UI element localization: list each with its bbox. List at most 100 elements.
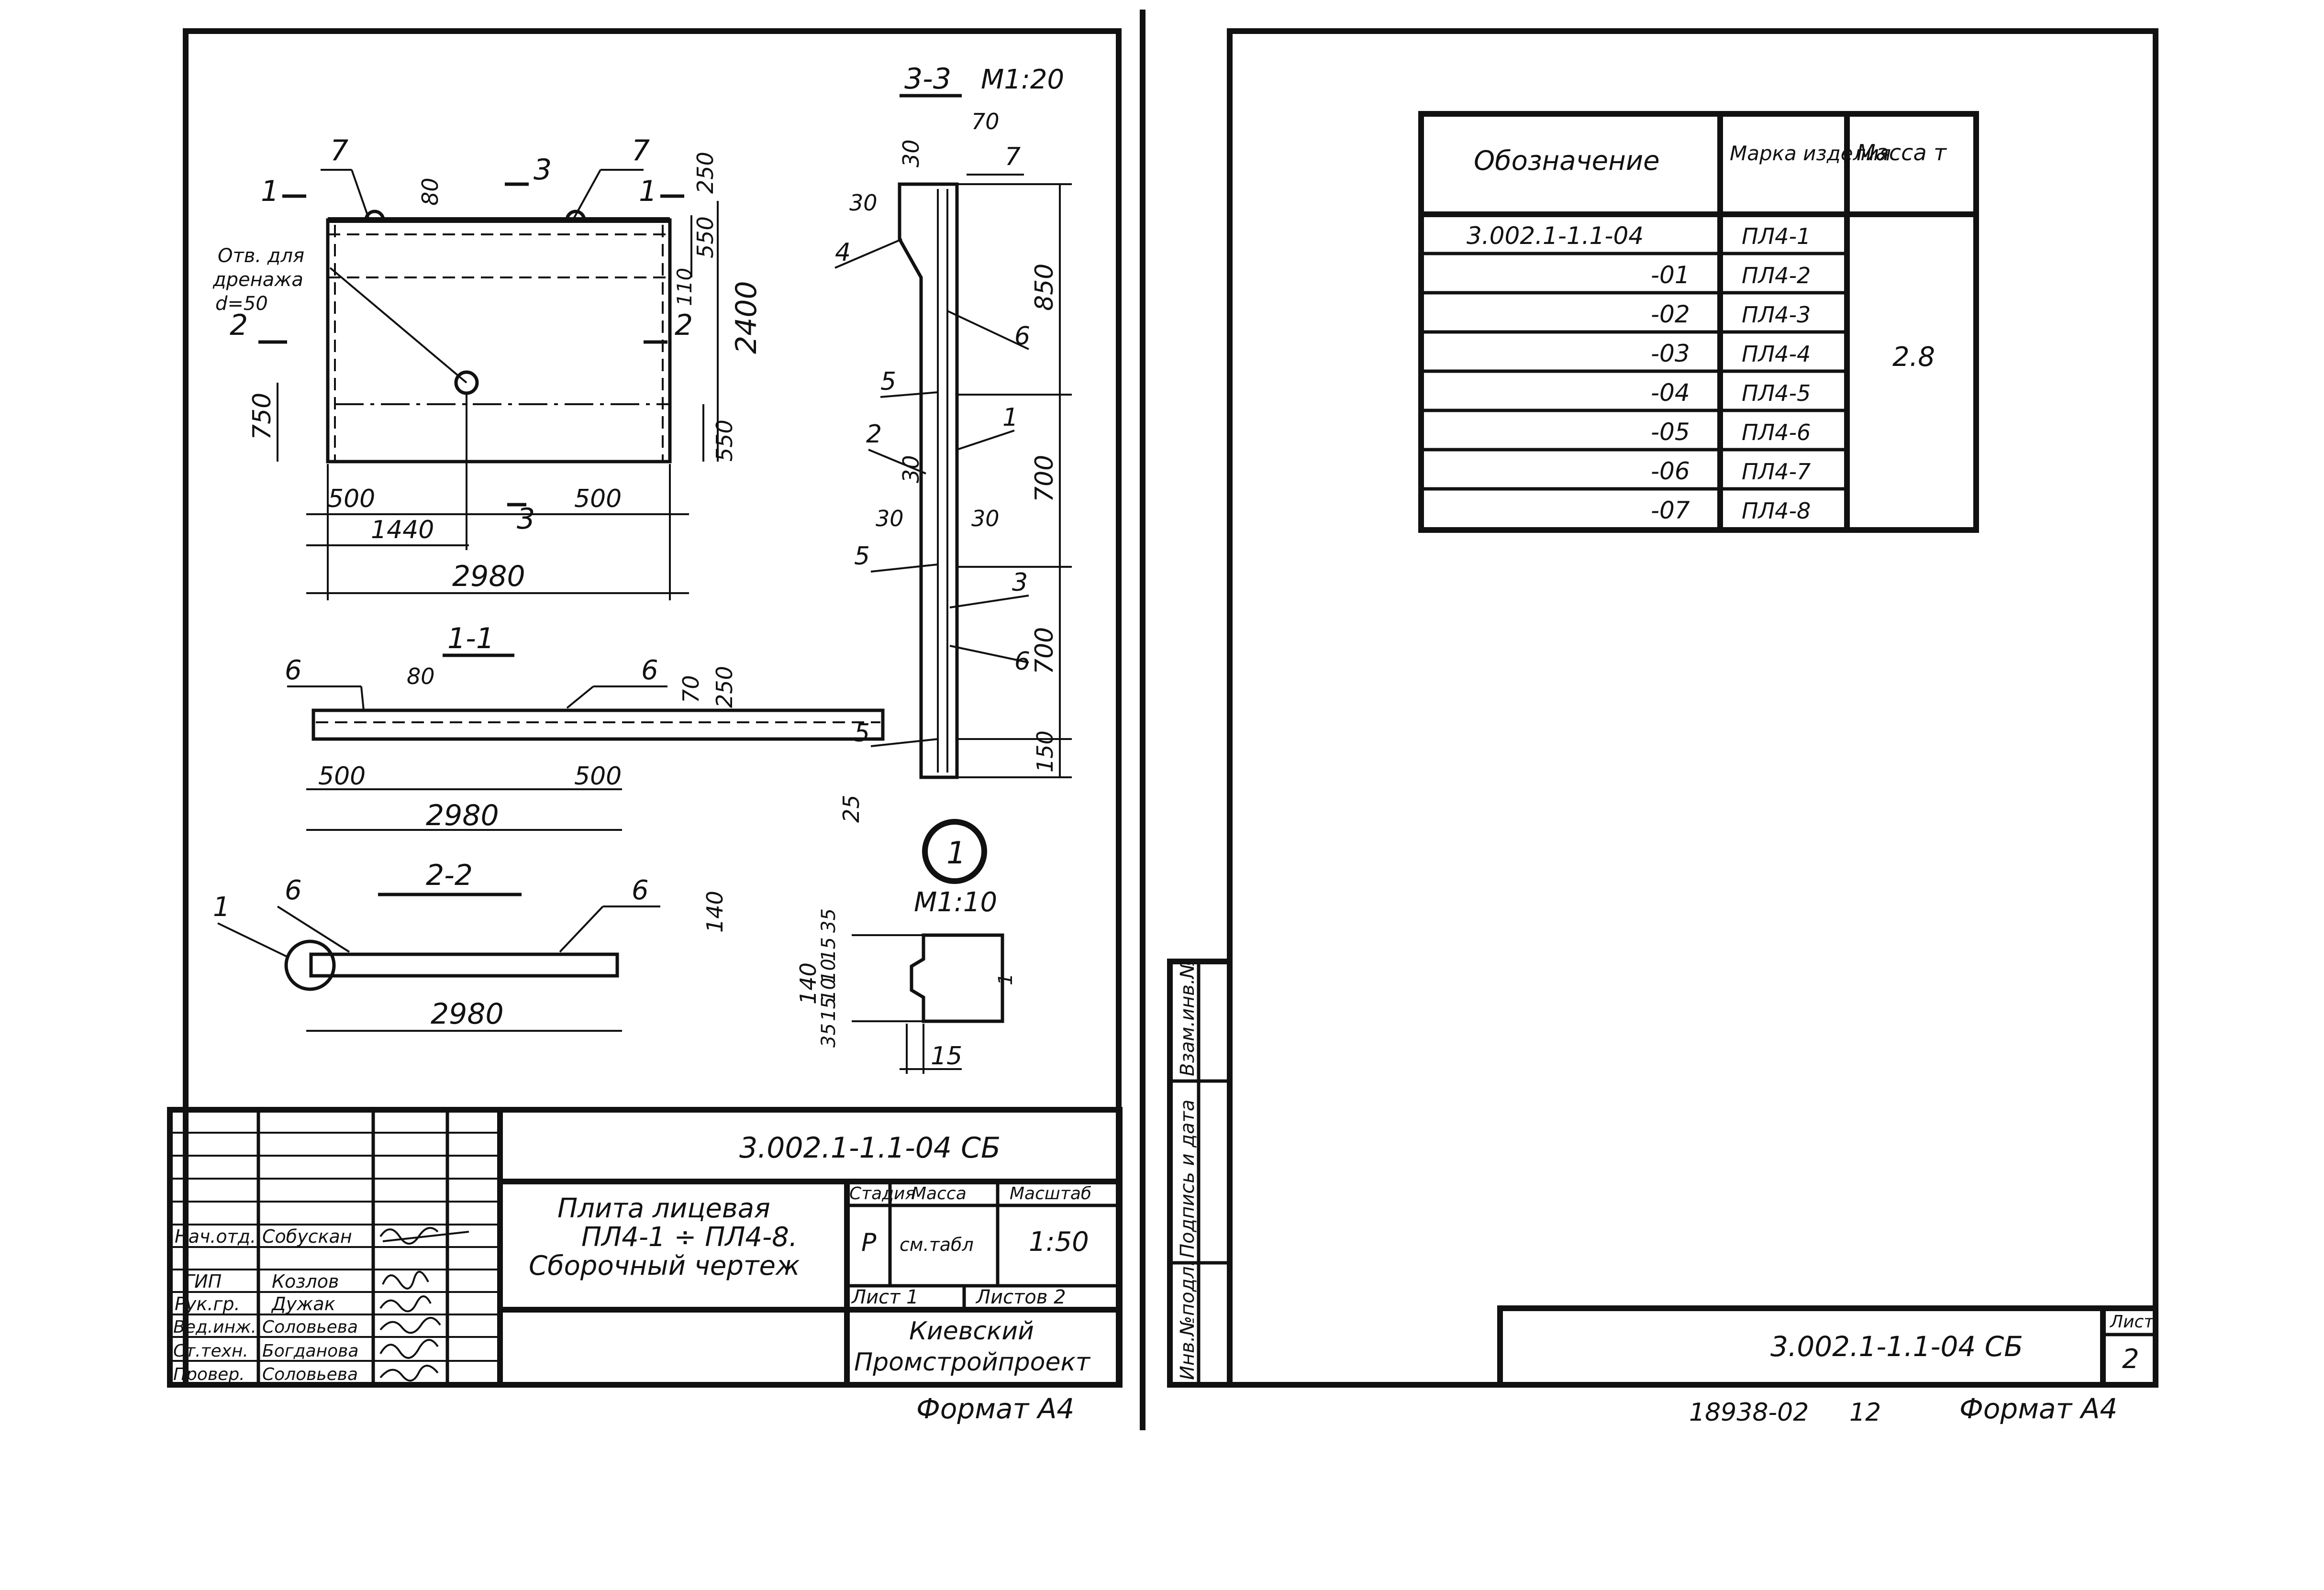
dim-550-top: 550	[692, 216, 718, 258]
dim-35b-node: 35	[818, 1023, 840, 1048]
tb-scale: 1:50	[1029, 1226, 1089, 1258]
section-1-1-title: 1-1	[447, 622, 494, 655]
dim-700b: 700	[1030, 627, 1059, 674]
marker-3b: 3	[517, 502, 535, 536]
marker-6a-22: 6	[285, 875, 302, 906]
dim-500-left: 500	[328, 485, 375, 513]
table-mass-value: 2.8	[1892, 342, 1935, 373]
lifting-loop	[565, 210, 586, 221]
dim-15-node: 15	[931, 1042, 962, 1071]
plan-view: Отв. для дренажа d=50 7 7 1 1 2 2 3 3	[212, 134, 763, 600]
dim-250-11: 250	[712, 666, 737, 708]
marker-3a: 3	[534, 153, 552, 187]
leader	[880, 391, 938, 398]
marker-5c: 5	[854, 719, 870, 748]
section-3-3-scale: М1:20	[981, 64, 1064, 95]
leader	[868, 449, 926, 475]
node-1-scale: М1:10	[914, 887, 997, 918]
tb-name-1: Плита лицевая	[557, 1193, 770, 1224]
dim-550-bottom: 550	[712, 420, 737, 462]
marker-1b: 1	[639, 175, 657, 208]
sig-name-0: Собускан	[262, 1226, 352, 1247]
marker-5a: 5	[880, 367, 896, 396]
section-3-3-title: 3-3	[904, 62, 951, 96]
plate-outline	[326, 218, 672, 464]
row-mark-0: ПЛ4-1	[1742, 223, 1811, 249]
dim-2980: 2980	[452, 560, 525, 593]
dim-25: 25	[838, 795, 864, 823]
dim-500a-11: 500	[318, 762, 366, 791]
dim-15b-node: 15	[818, 937, 840, 961]
hole-note-1: Отв. для	[218, 245, 304, 267]
dim-500b-11: 500	[574, 762, 622, 791]
bottom-stamp-frame	[1497, 1305, 2158, 1388]
row-designation-2: -02	[1651, 300, 1690, 328]
leader	[949, 595, 1029, 608]
node-1-circle	[922, 819, 987, 884]
dim-850: 850	[1030, 264, 1059, 311]
leader	[559, 905, 604, 953]
sig-role-0: Нач.отд.	[175, 1226, 256, 1247]
node-1: 1 М1:10 140 35 15 10 10 15 35 15 1	[795, 819, 1017, 1074]
left-sheet: Отв. для дренажа d=50 7 7 1 1 2 2 3 3	[167, 28, 1123, 1425]
marker-6a: 6	[285, 655, 302, 686]
marker-6b-33: 6	[1014, 647, 1030, 676]
tb-mass: см.табл	[900, 1234, 974, 1255]
marker-3-33: 3	[1012, 568, 1028, 597]
marker-7b: 7	[632, 134, 650, 167]
leader	[573, 169, 601, 218]
table-header-mark-text: Марка изделия	[1730, 142, 1891, 165]
side-stamp-inventory: Инв.№подл.	[1177, 1260, 1199, 1380]
tb-stage: Р	[861, 1228, 877, 1257]
right-frame	[1227, 28, 2158, 1388]
side-stamp-replace: Взам.инв.№	[1177, 959, 1199, 1076]
row-mark-5: ПЛ4-6	[1742, 420, 1811, 445]
right-sheet: Обозначение Марка изделия Масса т 3.002.…	[1167, 28, 2158, 1427]
leader	[351, 169, 369, 218]
dim-750: 750	[248, 393, 277, 440]
node-1-dim-1: 1	[995, 973, 1017, 985]
marker-6a-33: 6	[1014, 322, 1030, 351]
tb-org-2: Промстройпроект	[854, 1348, 1091, 1377]
dim-30a: 30	[898, 139, 924, 167]
sig-name-5: Соловьева	[262, 1365, 358, 1384]
row-designation-5: -05	[1651, 418, 1690, 446]
bottom-stamp-sheet-label: Лист	[2109, 1312, 2154, 1332]
left-format: Формат А4	[916, 1392, 1074, 1425]
spec-table: Обозначение Марка изделия Масса т 3.002.…	[1418, 111, 1979, 533]
dim-70-33: 70	[971, 109, 1000, 134]
dim-70-11: 70	[678, 675, 704, 703]
bottom-stamp-sheet-number: 2	[2122, 1344, 2139, 1375]
dim-35a-node: 35	[818, 908, 840, 933]
section-1-1-body	[311, 708, 885, 741]
bottom-stamp: 3.002.1-1.1-04 СБ Лист 2	[1497, 1305, 2158, 1388]
node-1-callout	[284, 939, 336, 991]
dim-1440: 1440	[371, 516, 434, 544]
lifting-loop	[364, 210, 385, 221]
sig-name-1: Козлов	[272, 1271, 339, 1292]
row-designation-4: -04	[1651, 379, 1690, 407]
marker-2a: 2	[230, 309, 248, 342]
marker-5b: 5	[854, 542, 870, 571]
marker-6b-22: 6	[632, 875, 649, 906]
leader	[949, 645, 1029, 663]
table-header-mass: Масса т	[1857, 140, 1947, 166]
bottom-stamp-code: 3.002.1-1.1-04 СБ	[1770, 1330, 2023, 1363]
sig-role-3: Вед.инж.	[173, 1317, 256, 1337]
signature	[382, 1270, 429, 1290]
section-1-1: 1-1 6 6 80 500 500 2980 70 250	[285, 622, 885, 832]
marker-4: 4	[835, 238, 851, 267]
dim-2980-11: 2980	[426, 799, 499, 832]
sig-role-2: Рук.гр.	[175, 1293, 240, 1314]
sig-role-4: Ст.техн.	[173, 1341, 248, 1361]
leader	[277, 905, 350, 953]
leader	[566, 685, 594, 709]
section-3-3-body	[898, 182, 959, 779]
section-3-3: 3-3 М1:20 850 700 700 150 70 30 30 30 30…	[834, 62, 1072, 823]
right-format: Формат А4	[1959, 1392, 2117, 1425]
node-1-detail	[910, 933, 1004, 1023]
row-designation-6: -06	[1651, 457, 1690, 485]
dim-140-22: 140	[702, 891, 728, 933]
dim-700a: 700	[1030, 455, 1059, 502]
